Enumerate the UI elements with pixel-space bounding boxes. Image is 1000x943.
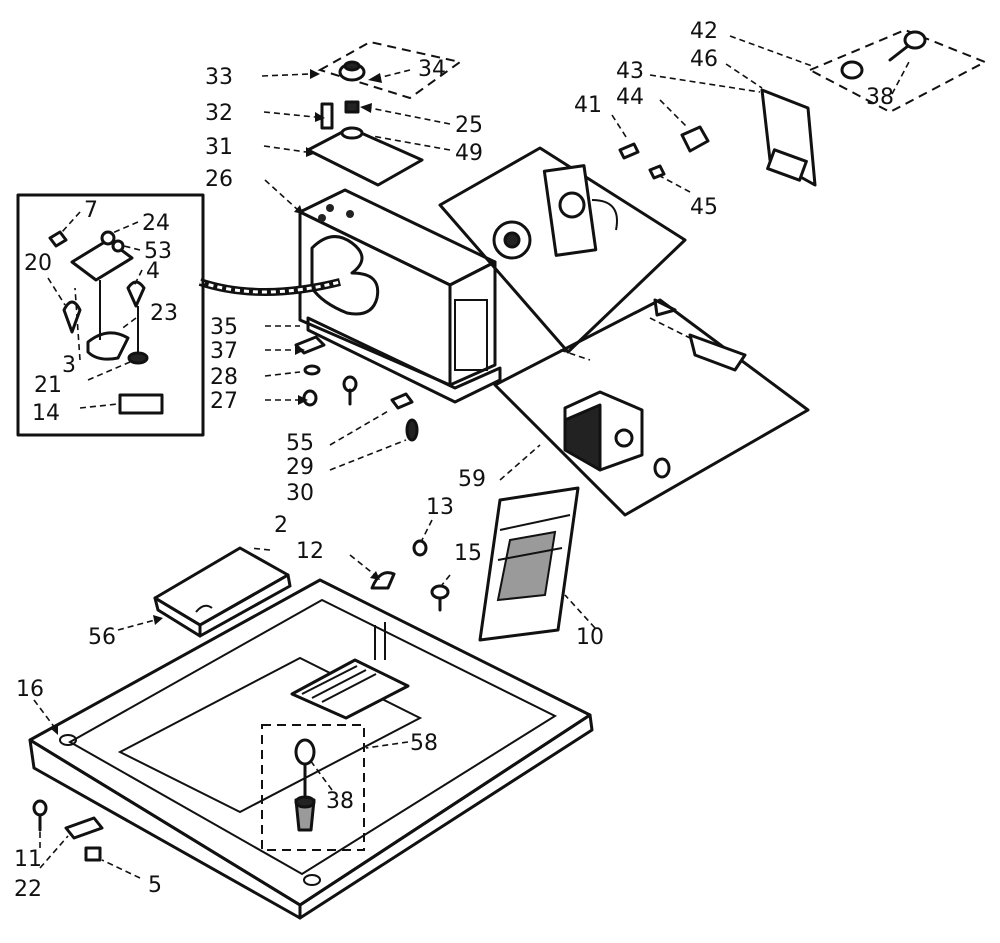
callout-2: 2 — [274, 513, 288, 538]
callout-labels: 33 32 31 26 34 25 49 7 24 53 20 4 23 3 2… — [14, 19, 894, 902]
callout-30: 30 — [286, 481, 314, 506]
callout-34: 34 — [418, 57, 446, 82]
callout-23: 23 — [150, 301, 178, 326]
top-plate — [306, 100, 424, 187]
callout-41: 41 — [574, 93, 602, 118]
callout-38a: 38 — [866, 85, 894, 110]
callout-49: 49 — [455, 141, 483, 166]
callout-15: 15 — [454, 541, 482, 566]
callout-59: 59 — [458, 467, 486, 492]
callout-56: 56 — [88, 625, 116, 650]
callout-32: 32 — [205, 101, 233, 126]
callout-35: 35 — [210, 315, 238, 340]
callout-20: 20 — [24, 251, 52, 276]
callout-28: 28 — [210, 365, 238, 390]
callout-33: 33 — [205, 65, 233, 90]
callout-14: 14 — [32, 401, 60, 426]
callout-37: 37 — [210, 339, 238, 364]
callout-3: 3 — [62, 353, 76, 378]
callout-21: 21 — [34, 373, 62, 398]
detail-inset — [16, 193, 205, 437]
callout-7: 7 — [84, 198, 98, 223]
grille — [478, 486, 580, 642]
cabinet — [198, 188, 502, 404]
blower-panel — [438, 146, 687, 354]
leader-lines — [33, 35, 911, 879]
callout-26: 26 — [205, 167, 233, 192]
kit-33 — [317, 40, 463, 100]
callout-13: 13 — [426, 495, 454, 520]
callout-58: 58 — [410, 731, 438, 756]
callout-4: 4 — [146, 259, 160, 284]
control-panel — [493, 298, 810, 517]
callout-5: 5 — [148, 873, 162, 898]
foot-kit — [261, 724, 365, 851]
callout-43: 43 — [616, 59, 644, 84]
callout-31: 31 — [205, 135, 233, 160]
callout-29: 29 — [286, 455, 314, 480]
callout-38b: 38 — [326, 789, 354, 814]
callout-42: 42 — [690, 19, 718, 44]
small-parts-center — [294, 335, 450, 612]
callout-45: 45 — [690, 195, 718, 220]
callout-27: 27 — [210, 389, 238, 414]
callout-11: 11 — [14, 847, 42, 872]
callout-10: 10 — [576, 625, 604, 650]
callout-25: 25 — [455, 113, 483, 138]
callout-55: 55 — [286, 431, 314, 456]
callout-46: 46 — [690, 47, 718, 72]
callout-53: 53 — [144, 239, 172, 264]
side-panel — [618, 28, 988, 187]
callout-12: 12 — [296, 539, 324, 564]
callout-16: 16 — [16, 677, 44, 702]
small-parts-bottom-left — [32, 799, 104, 862]
callout-22: 22 — [14, 877, 42, 902]
callout-44: 44 — [616, 85, 644, 110]
callout-24: 24 — [142, 211, 170, 236]
filter-pad — [153, 546, 292, 638]
